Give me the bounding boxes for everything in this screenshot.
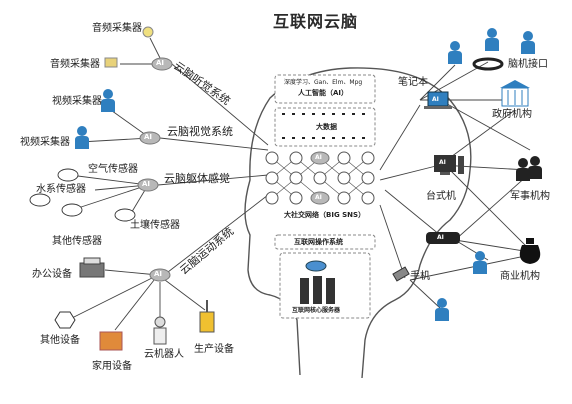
sensor-ellipses	[29, 168, 136, 222]
vision-system-label: 云脑视觉系统	[167, 125, 233, 138]
phone-icon	[392, 266, 410, 282]
ai-layer-label: 人工智能（AI）	[298, 89, 349, 97]
government-building-icon	[500, 80, 530, 107]
cloud-robot-icon	[153, 316, 167, 345]
ai-hub-label: AI	[156, 59, 165, 67]
military-icon	[516, 156, 542, 181]
internet-os-label: 互联网操作系统	[294, 238, 343, 246]
desktop-ai-label: AI	[439, 159, 446, 166]
ai-hub-label: AI	[142, 180, 151, 188]
brain-interface-icon	[472, 57, 504, 71]
audio-collector-label-1: 音频采集器	[92, 23, 142, 34]
audio-collector-label-2: 音频采集器	[50, 59, 100, 70]
air-sensor-label: 空气传感器	[88, 164, 138, 175]
ai-hub-label: AI	[144, 133, 153, 141]
production-device-icon	[199, 300, 215, 333]
phone-label: 手机	[410, 271, 430, 282]
vr-glasses-icon	[426, 232, 460, 244]
water-sensor-label: 水系传感器	[36, 184, 86, 195]
production-device-label: 生产设备	[194, 344, 234, 355]
money-bag-icon	[519, 238, 541, 264]
core-server-label: 互联网核心服务器	[292, 307, 341, 314]
home-device-icon	[99, 331, 123, 351]
other-device-label: 其他设备	[40, 335, 80, 346]
soil-sensor-label: 土壤传感器	[130, 220, 180, 231]
brain-layers	[265, 74, 376, 319]
cloud-robot-label: 云机器人	[144, 349, 184, 360]
video-collector-label-2: 视频采集器	[20, 137, 70, 148]
glasses-ai-label: AI	[437, 234, 444, 241]
laptop-label: 笔记本	[398, 77, 428, 88]
video-collector-icon-1	[101, 89, 115, 112]
big-data-label: 大数据	[316, 123, 337, 131]
ai-techniques-label: 深度学习、Gan、Elm、Mpg	[284, 79, 363, 86]
desktop-icon	[434, 155, 464, 175]
video-collector-icon-2	[75, 126, 89, 149]
brain-ai-node-label: AI	[315, 154, 322, 161]
audio-collector-icon-2	[104, 57, 118, 68]
left-ai-hubs	[137, 57, 173, 282]
desktop-label: 台式机	[426, 191, 456, 202]
laptop-ai-label: AI	[432, 96, 439, 103]
left-connection-lines	[67, 37, 269, 331]
other-device-icon	[54, 311, 76, 329]
military-label: 军事机构	[510, 191, 550, 202]
home-device-label: 家用设备	[92, 361, 132, 372]
business-label: 商业机构	[500, 271, 540, 282]
government-label: 政府机构	[492, 109, 532, 120]
video-collector-label-1: 视频采集器	[52, 96, 102, 107]
brain-ai-node-label: AI	[315, 194, 322, 201]
big-sns-label: 大社交网络（BIG SNS）	[284, 211, 366, 219]
diagram-title: 互联网云脑	[273, 12, 359, 31]
brain-interface-label: 脑机接口	[508, 59, 548, 70]
laptop-icon	[424, 91, 452, 109]
audio-collector-icon-1	[142, 26, 154, 38]
head-outline	[244, 67, 472, 379]
ai-hub-label: AI	[154, 270, 163, 278]
printer-icon	[79, 257, 105, 278]
office-device-label: 办公设备	[32, 269, 72, 280]
somatosensory-label: 云脑躯体感觉	[164, 172, 230, 185]
other-sensor-label: 其他传感器	[52, 236, 102, 247]
